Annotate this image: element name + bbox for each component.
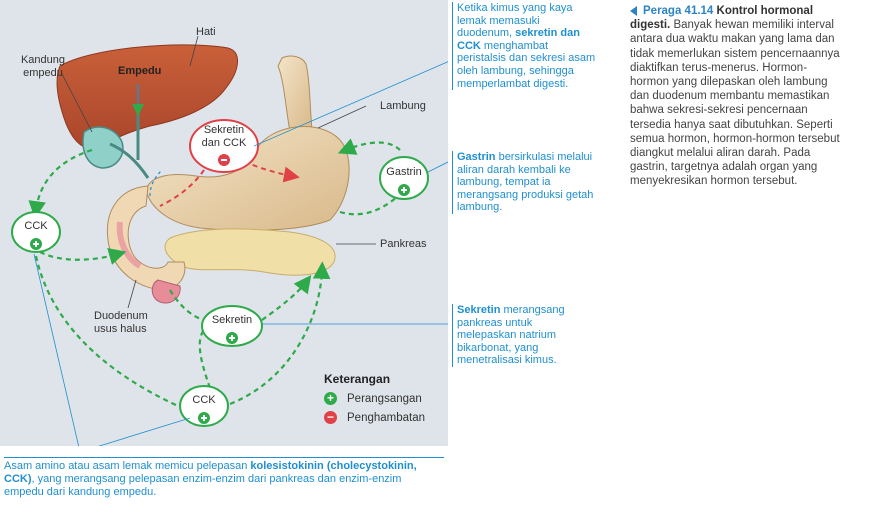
legend: Keterangan + Perangsangan − Penghambatan bbox=[324, 372, 425, 424]
legend-stim-row: + Perangsangan bbox=[324, 392, 425, 405]
label-cck-left: CCK bbox=[24, 220, 48, 232]
note-bottom-pre: Asam amino atau asam lemak memicu pelepa… bbox=[4, 460, 251, 472]
note-secretin-bold: Sekretin bbox=[457, 304, 501, 316]
label-secretin-cck-top: Sekretin dan CCK bbox=[201, 124, 247, 149]
hormone-secretin-cck-top bbox=[189, 119, 259, 173]
note-top-post: menghambat peristalsis dan sekresi asam … bbox=[457, 39, 596, 90]
note-top-bold: sekretin dan CCK bbox=[457, 27, 580, 52]
legend-title: Keterangan bbox=[324, 372, 391, 386]
caption-figure-number: Peraga 41.14 bbox=[643, 5, 714, 17]
note-bottom-bold: kolesistokinin (cholecystokinin, CCK) bbox=[4, 460, 417, 485]
plus-icon: + bbox=[324, 392, 337, 405]
label-cck-bottom: CCK bbox=[192, 394, 216, 406]
note-secretin-cck: Ketika kimus yang kaya lemak memasuki du… bbox=[452, 2, 597, 91]
legend-inhib-row: − Penghambatan bbox=[324, 411, 425, 424]
liver-shape bbox=[56, 44, 238, 151]
hormone-secretin bbox=[201, 305, 263, 347]
label-gastrin: Gastrin bbox=[386, 166, 422, 178]
digestive-diagram bbox=[11, 35, 448, 446]
label-stomach: Lambung bbox=[380, 100, 426, 112]
pancreas-shape bbox=[164, 228, 336, 276]
note-secretin: Sekretin merangsang pankreas untuk melep… bbox=[452, 304, 593, 367]
minus-icon: − bbox=[324, 411, 337, 424]
hormone-cck-bottom bbox=[179, 385, 229, 427]
legend-inhib-label: Penghambatan bbox=[347, 411, 426, 424]
note-gastrin-post: bersirkulasi melalui aliran darah kembal… bbox=[457, 151, 594, 214]
caption-title: Kontrol hormonal digesti. bbox=[630, 5, 814, 32]
note-gastrin-bold: Gastrin bbox=[457, 151, 496, 163]
label-pancreas: Pankreas bbox=[380, 238, 427, 250]
note-gastrin: Gastrin bersirkulasi melalui aliran dara… bbox=[452, 151, 611, 214]
label-secretin: Sekretin bbox=[211, 314, 253, 326]
note-cck: Asam amino atau asam lemak memicu pelepa… bbox=[4, 457, 444, 499]
legend-stim-label: Perangsangan bbox=[347, 392, 422, 405]
caption-arrow-icon bbox=[630, 5, 637, 16]
hormone-gastrin bbox=[379, 156, 429, 200]
caption-body: Banyak hewan memiliki interval antara du… bbox=[630, 19, 840, 188]
note-secretin-post: merangsang pankreas untuk melepaskan nat… bbox=[457, 304, 565, 367]
duodenum-shape bbox=[106, 185, 186, 291]
note-top-pre: Ketika kimus yang kaya lemak memasuki du… bbox=[457, 2, 573, 40]
label-bile: Empedu bbox=[118, 65, 162, 77]
note-bottom-post: , yang merangsang pelepasan enzim-enzim … bbox=[4, 473, 402, 498]
label-gallbladder: Kandung empedu bbox=[20, 54, 66, 79]
hormone-cck-left bbox=[11, 211, 61, 253]
intestine-shape bbox=[151, 279, 181, 304]
figure-caption: Peraga 41.14 Kontrol hormonal digesti. B… bbox=[630, 4, 844, 189]
gallbladder-shape bbox=[82, 126, 124, 169]
esophagus-shape bbox=[277, 55, 313, 133]
label-duodenum: Duodenum usus halus bbox=[94, 310, 148, 335]
label-liver: Hati bbox=[196, 26, 216, 38]
